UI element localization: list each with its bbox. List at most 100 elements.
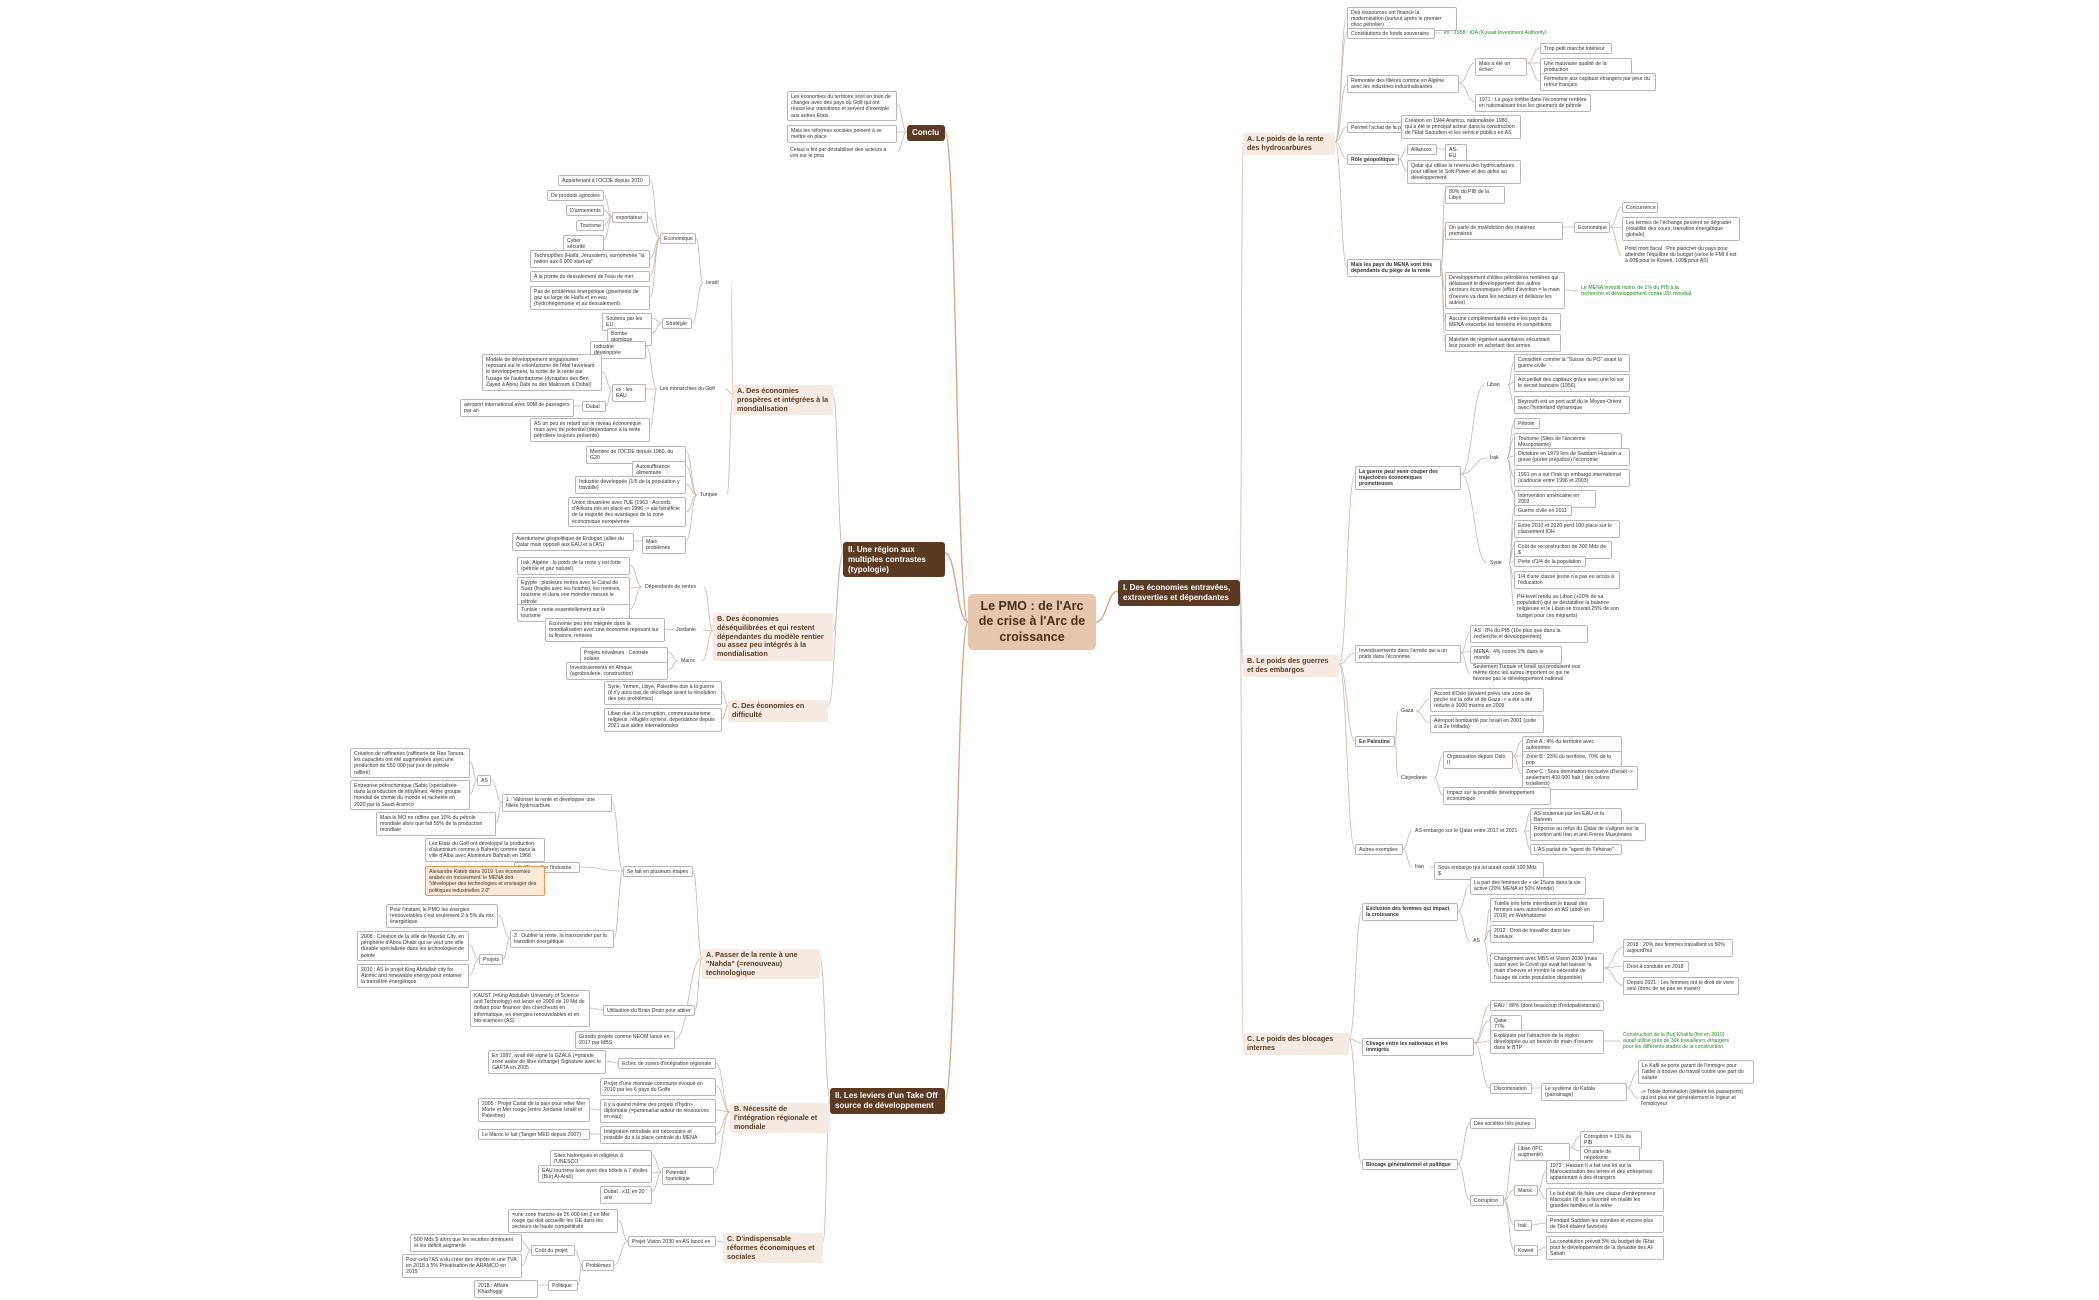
node-disc[interactable]: Discrimination xyxy=(1490,1083,1532,1095)
node-C3[interactable]: C. D'indispensable réformes économiques … xyxy=(723,1233,823,1264)
node-r2[interactable]: Projet d'une monnaie commune évoqué en 2… xyxy=(600,1078,716,1096)
node-a4a[interactable]: Création en 1944 Aramco, nationalisée 19… xyxy=(1401,115,1521,140)
node-cliv[interactable]: Clivage entre les nationaux et les immig… xyxy=(1362,1038,1474,1056)
node-ir3[interactable]: Dictature en 1979 lors de Saddam Hussein… xyxy=(1514,448,1630,466)
node-r4[interactable]: Intégration mondiale est nécessaire et p… xyxy=(600,1126,716,1144)
node-conclu[interactable]: Conclu xyxy=(907,125,945,141)
node-isr_exp[interactable]: exportateur xyxy=(612,212,648,224)
node-maroc2[interactable]: Maroc xyxy=(681,657,696,664)
node-isr_e8[interactable]: Pas de problèmes énergétique (gisements … xyxy=(530,286,650,311)
node-p2[interactable]: 2010 : AS le projet King Abdullah city f… xyxy=(357,964,469,989)
node-gen1[interactable]: Des sociétés très jeunes xyxy=(1470,1118,1536,1130)
node-sy6[interactable]: PH-level rendu au Liban (+20% de sa popu… xyxy=(1517,593,1621,619)
node-cp1[interactable]: 500 Mds $ alors que les recettes diminue… xyxy=(410,1234,522,1252)
node-vis[interactable]: Projet Vision 2030 en AS lancé en xyxy=(628,1236,716,1248)
node-e2a[interactable]: Les Etats du Golf ont développé la produ… xyxy=(425,838,545,863)
node-a3e1[interactable]: Trop petit marché intérieur xyxy=(1540,43,1612,55)
node-a6d[interactable]: Aucune complémentarité entre les pays du… xyxy=(1445,313,1561,331)
node-gz1[interactable]: Accord d'Oslo (avaient prévu une zone de… xyxy=(1430,688,1544,713)
node-tprob[interactable]: Mais problèmes xyxy=(642,536,686,554)
node-a5a[interactable]: Alliances xyxy=(1407,144,1437,156)
node-d3[interactable]: Tunisie : rente essentiellement sur le t… xyxy=(517,604,630,622)
node-a6a[interactable]: 80% du PIB de la Libye xyxy=(1445,186,1505,204)
node-isr_eco[interactable]: Economique xyxy=(660,233,696,245)
node-cp2[interactable]: Pour cela l'AS a du créer des impôts et … xyxy=(402,1254,522,1279)
node-lib_c[interactable]: Liban (IPC augmenté) xyxy=(1514,1143,1570,1161)
node-cis2[interactable]: Impact sur la possible développement éco… xyxy=(1443,787,1551,805)
node-a5[interactable]: Rôle géopolitique xyxy=(1347,154,1399,166)
node-eau[interactable]: ex : les EAU xyxy=(612,384,646,402)
node-tp1[interactable]: Aventurisme géopolitique de Erdogan (all… xyxy=(512,533,634,551)
node-neom[interactable]: Grands projets comme NEOM lancé en 2017 … xyxy=(575,1031,675,1049)
node-lib1[interactable]: Considéré comme la "Suisse du PO" avant … xyxy=(1514,354,1630,372)
node-org[interactable]: Organisation depuis Oslo II xyxy=(1443,751,1513,769)
node-IIb[interactable]: II. Une région aux multiples contrastes … xyxy=(843,542,945,578)
node-IIc[interactable]: II. Les leviers d'un Take Off source de … xyxy=(830,1088,945,1114)
node-v1[interactable]: =une zone franche de 26 000 km 2 en Mer … xyxy=(508,1209,618,1234)
node-cis[interactable]: Cisjordanie xyxy=(1401,774,1427,781)
node-b1[interactable]: KAUST (=King Abdullah University of Scie… xyxy=(470,990,590,1027)
node-inv[interactable]: Investissements dans l'armée qui a un po… xyxy=(1355,645,1461,663)
node-pol1[interactable]: 2018 : Affaire Khashoggi xyxy=(474,1280,538,1298)
node-cor[interactable]: Corruption xyxy=(1470,1195,1504,1207)
node-inv2[interactable]: MENA : 4% contre 2% dans le monde xyxy=(1470,646,1562,664)
node-r4a[interactable]: Le Maroc le fait (Tanger MED depuis 2007… xyxy=(478,1129,590,1141)
node-iran1[interactable]: Sous embargo qui lui aurait couté 100 Md… xyxy=(1434,862,1544,880)
node-isr_e3[interactable]: D'armements xyxy=(566,205,604,217)
node-dubai[interactable]: Dubaï xyxy=(582,401,606,413)
node-a6e[interactable]: Maintien de régiment autoritaires sécuri… xyxy=(1445,334,1561,352)
node-a6[interactable]: Mais les pays du MENA sont très dépendan… xyxy=(1347,259,1441,277)
node-a1[interactable]: Des ressources ont financé la modernisat… xyxy=(1347,7,1457,32)
node-turq[interactable]: Turquie xyxy=(700,491,718,498)
node-pol[interactable]: Politique xyxy=(548,1280,578,1292)
node-conc3[interactable]: Celaui a fini par déstabiliser des acteu… xyxy=(790,146,888,159)
node-isr_e6[interactable]: Technopôles (Haifa, Jérusalem), surnommé… xyxy=(530,250,650,268)
node-ex1[interactable]: La part des femmes de + de 15ans dans la… xyxy=(1470,877,1586,895)
node-irkc1[interactable]: Pendant Saddam les sunnites et encore pl… xyxy=(1546,1215,1664,1233)
node-I[interactable]: I. Des économies entravées, extraverties… xyxy=(1118,580,1240,606)
node-ir4[interactable]: 1991 on a sur l'Irak un embargo internat… xyxy=(1514,469,1630,487)
node-a3f[interactable]: 1971 : Le pays tombe dans l'économie ren… xyxy=(1475,94,1591,112)
node-ir2[interactable]: Tourisme (Sites de l'ancienne Mésopotami… xyxy=(1514,433,1622,451)
node-ex[interactable]: Exclusion des femmes qui impact la crois… xyxy=(1362,903,1458,921)
node-kow[interactable]: Koweit xyxy=(1514,1245,1538,1257)
node-A3[interactable]: A. Passer de la rente à une "Nahda" (=re… xyxy=(702,949,820,980)
node-gz2[interactable]: Aéroport bombardé par Israël en 2001 (su… xyxy=(1430,715,1544,733)
node-iran[interactable]: Iran xyxy=(1415,863,1424,870)
node-asf3c[interactable]: Depuis 2021 : Les femmes ont le droit de… xyxy=(1623,977,1739,995)
node-a3e3[interactable]: Fermeture aux capitaux étrangers par peu… xyxy=(1540,73,1656,91)
node-pal[interactable]: En Palestine xyxy=(1355,736,1395,748)
node-r1[interactable]: Echec de zones d'intégration régionale xyxy=(618,1058,716,1070)
node-asf2[interactable]: 2012 : Droit de travailler dans les bure… xyxy=(1490,925,1594,943)
node-eau1[interactable]: Modèle de développement singapourien rep… xyxy=(482,354,602,391)
node-dep[interactable]: Dépendants de rentes xyxy=(645,583,697,590)
node-dub1[interactable]: aéroport international avec 90M de passa… xyxy=(460,399,574,417)
node-isr_e2[interactable]: De produits agricoles xyxy=(547,190,604,202)
node-asf3b[interactable]: Droit à conduite en 2018 xyxy=(1623,961,1689,973)
node-emb[interactable]: AS embargo sur le Qatar entre 2017 et 20… xyxy=(1415,827,1518,834)
node-gaza[interactable]: Gaza xyxy=(1401,707,1414,714)
node-gen[interactable]: Blocage générationnel et politique xyxy=(1362,1159,1458,1171)
node-golf[interactable]: Les monarchies du Golf xyxy=(660,385,715,392)
node-irak[interactable]: Irak xyxy=(1490,454,1499,461)
node-sy5[interactable]: 1/4 d'une classe jeune n'a pas eu accès … xyxy=(1514,571,1620,589)
node-a3[interactable]: Remontée des filières comme en Algérie a… xyxy=(1347,75,1459,93)
node-e3a[interactable]: Pour l'instant, le PMO les énergies reno… xyxy=(386,904,498,929)
node-sy1[interactable]: Guerre civile en 2011 xyxy=(1514,505,1572,517)
node-B2[interactable]: B. Des économies déséquilibrées et qui r… xyxy=(713,613,833,661)
node-kaf1[interactable]: Le Kafil se porte garant de l'immigre po… xyxy=(1638,1060,1754,1085)
node-a2g[interactable]: ex : 1958 : KIA (Kuwait Investment Autho… xyxy=(1444,29,1547,36)
node-j1[interactable]: Economie peu très intégrée dans la mondi… xyxy=(545,618,665,643)
node-isr_str[interactable]: Stratégie xyxy=(662,318,692,330)
node-asf3[interactable]: Changement avec MBS et Vision 2030 (mais… xyxy=(1490,953,1604,984)
node-d1[interactable]: Irak, Algérie : la poids de la rente y e… xyxy=(517,557,630,575)
node-isr_e4[interactable]: Tourisme xyxy=(576,220,604,232)
node-r1a[interactable]: En 1997, avait été signé la GZALE (=gran… xyxy=(488,1050,606,1075)
node-e3[interactable]: 3 : Oublier la rente, la transcender par… xyxy=(510,930,614,948)
node-c1[interactable]: Syrie, Yemen, Libye, Palestine due à la … xyxy=(604,681,722,706)
node-A2[interactable]: A. Des économies prospères et intégrées … xyxy=(733,385,833,416)
node-emb2[interactable]: Réponse au refus du Qatar de s'aligner s… xyxy=(1530,823,1646,841)
node-mar_c[interactable]: Maroc xyxy=(1514,1185,1538,1197)
node-marc1[interactable]: 1973 : Hassan II a fait une loi sur la M… xyxy=(1546,1160,1664,1185)
node-A1[interactable]: A. Le poids de la rente des hydrocarbure… xyxy=(1243,133,1335,155)
